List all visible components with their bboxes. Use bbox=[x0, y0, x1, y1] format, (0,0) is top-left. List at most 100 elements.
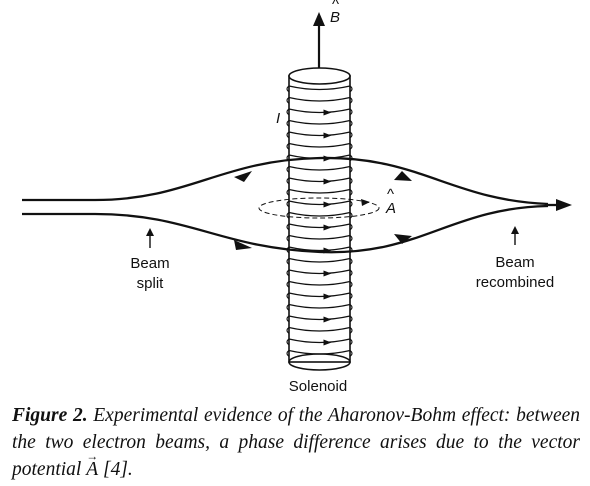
coil-bump bbox=[349, 212, 353, 219]
aharonov-bohm-diagram: B ^ I A ^ Beam split Beam r bbox=[22, 0, 572, 395]
coil-bump bbox=[286, 281, 290, 288]
coil-bump bbox=[286, 338, 290, 346]
coil-bump bbox=[286, 327, 290, 334]
coil-bump bbox=[286, 258, 290, 265]
coil-winding bbox=[288, 131, 351, 137]
current-direction-arrow bbox=[323, 132, 332, 139]
coil-bump bbox=[286, 350, 290, 357]
coil-winding bbox=[288, 315, 351, 321]
coil-winding bbox=[288, 338, 351, 344]
figure-caption: Figure 2. Experimental evidence of the A… bbox=[12, 402, 580, 483]
magnetic-field-arrow bbox=[313, 12, 325, 68]
field-label: B bbox=[330, 9, 340, 26]
solenoid-label: Solenoid bbox=[289, 378, 347, 395]
coil-bump bbox=[286, 212, 290, 219]
coil-winding bbox=[288, 349, 351, 355]
coil-winding bbox=[288, 211, 351, 217]
coil-bump bbox=[349, 281, 353, 288]
caption-text: Experimental evidence of the Aharonov-Bo… bbox=[12, 405, 581, 480]
vector-potential-hat: ^ bbox=[387, 186, 394, 203]
current-label: I bbox=[276, 110, 280, 127]
coil-bump bbox=[349, 120, 353, 127]
coil-winding bbox=[288, 85, 351, 91]
coil-winding bbox=[288, 246, 351, 252]
current-direction-arrow bbox=[323, 201, 332, 208]
current-direction-arrow bbox=[323, 293, 332, 300]
coil-winding bbox=[288, 154, 351, 160]
coil-bump bbox=[349, 304, 353, 311]
coil-bump bbox=[286, 200, 290, 208]
beam-split-label-line1: Beam bbox=[130, 255, 169, 272]
coil-bump bbox=[286, 143, 290, 150]
coil-winding bbox=[288, 200, 351, 206]
caption-label: Figure 2. bbox=[12, 405, 88, 426]
beam-split-pointer bbox=[146, 228, 154, 248]
current-direction-arrow bbox=[323, 316, 332, 323]
solenoid-coils-front bbox=[286, 154, 353, 265]
solenoid bbox=[286, 67, 353, 371]
coil-bump bbox=[349, 200, 353, 208]
coil-bump bbox=[349, 166, 353, 173]
coil-bump bbox=[286, 154, 290, 162]
coil-bump bbox=[349, 350, 353, 357]
coil-bump bbox=[286, 235, 290, 242]
current-direction-arrow bbox=[323, 339, 332, 346]
coil-bump bbox=[349, 315, 353, 323]
coil-bump bbox=[286, 97, 290, 104]
caption-reference: [4]. bbox=[98, 459, 133, 480]
coil-bump bbox=[349, 143, 353, 150]
coil-winding bbox=[288, 269, 351, 275]
vector-potential-label: A bbox=[385, 200, 396, 217]
coil-bump bbox=[286, 108, 290, 116]
coil-bump bbox=[349, 269, 353, 277]
coil-winding bbox=[288, 142, 351, 148]
current-direction-arrow bbox=[323, 178, 332, 185]
coil-bump bbox=[349, 235, 353, 242]
coil-bump bbox=[286, 120, 290, 127]
coil-bump bbox=[286, 292, 290, 300]
beam-recombined-label-line1: Beam bbox=[495, 254, 534, 271]
coil-bump bbox=[286, 131, 290, 139]
lower-beam bbox=[22, 204, 549, 254]
upper-beam bbox=[22, 156, 549, 206]
vector-potential-loop bbox=[258, 197, 380, 219]
beam-recombined-label-line2: recombined bbox=[476, 274, 554, 291]
coil-bump bbox=[349, 338, 353, 346]
coil-winding bbox=[288, 165, 351, 171]
coil-bump bbox=[349, 246, 353, 254]
coil-bump bbox=[286, 223, 290, 231]
coil-bump bbox=[286, 315, 290, 323]
coil-bump bbox=[349, 177, 353, 185]
coil-bump bbox=[349, 223, 353, 231]
coil-bump bbox=[349, 189, 353, 196]
coil-winding bbox=[288, 292, 351, 298]
coil-bump bbox=[286, 304, 290, 311]
beam-recombined-pointer bbox=[511, 226, 519, 245]
coil-bump bbox=[286, 85, 290, 93]
coil-winding bbox=[288, 108, 351, 114]
coil-bump bbox=[286, 177, 290, 185]
beam-split-label-line2: split bbox=[137, 275, 165, 292]
current-direction-arrow bbox=[323, 247, 332, 254]
current-direction-arrow bbox=[323, 270, 332, 277]
coil-winding bbox=[288, 119, 351, 125]
coil-winding bbox=[288, 257, 351, 263]
coil-winding bbox=[288, 96, 351, 102]
coil-winding bbox=[288, 280, 351, 286]
field-hat: ^ bbox=[332, 0, 339, 13]
coil-winding bbox=[288, 223, 351, 229]
coil-bump bbox=[349, 131, 353, 139]
coil-bump bbox=[286, 269, 290, 277]
coil-bump bbox=[286, 189, 290, 196]
coil-bump bbox=[286, 166, 290, 173]
coil-bump bbox=[349, 108, 353, 116]
beam-arrowheads bbox=[234, 171, 572, 250]
coil-winding bbox=[288, 177, 351, 183]
coil-bump bbox=[349, 97, 353, 104]
coil-bump bbox=[349, 292, 353, 300]
caption-vector-symbol: A bbox=[86, 443, 98, 483]
coil-bump bbox=[349, 258, 353, 265]
coil-bump bbox=[349, 327, 353, 334]
solenoid-coils bbox=[286, 85, 353, 357]
current-direction-arrow bbox=[323, 155, 332, 162]
